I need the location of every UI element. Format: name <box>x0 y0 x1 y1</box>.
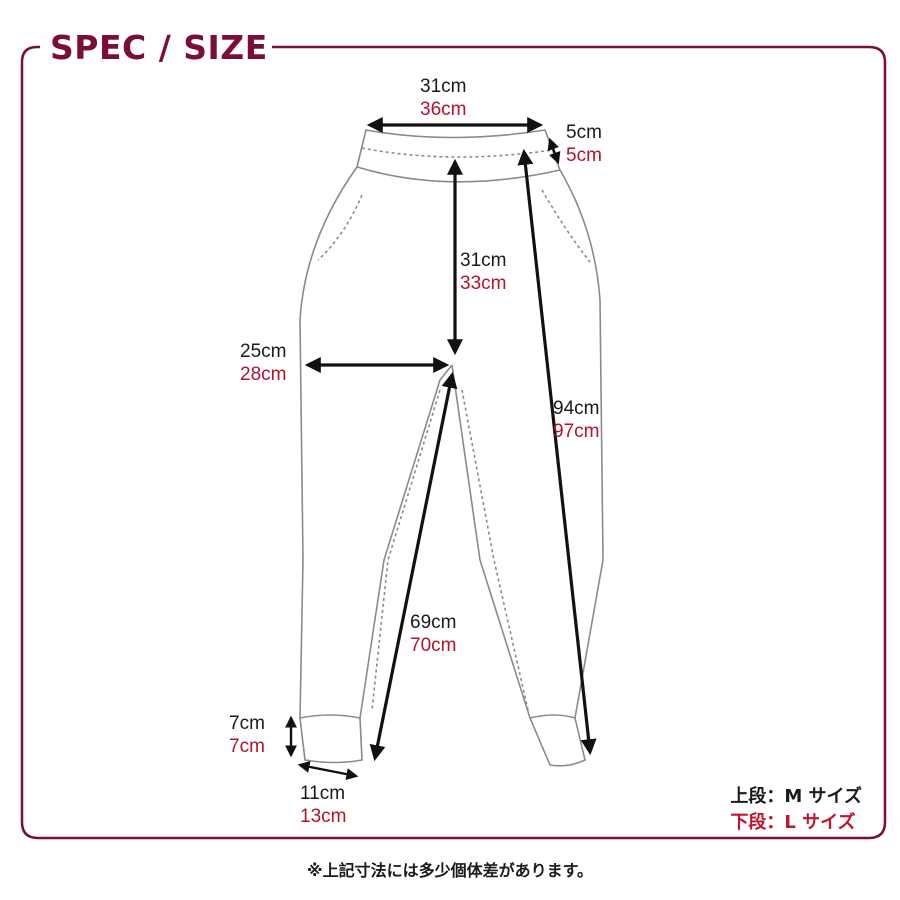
footnote: ※上記寸法には多少個体差があります。 <box>307 861 593 880</box>
rise-label: 31cm 33cm <box>460 250 507 294</box>
measurement-arrows <box>285 117 597 781</box>
waistband-shape <box>356 129 562 183</box>
outseam-label: 94cm 97cm <box>553 398 600 442</box>
thigh-label: 25cm 28cm <box>240 341 287 385</box>
waistband-arrow <box>547 137 561 165</box>
left-leg <box>299 166 453 764</box>
spec-size-title: SPEC / SIZE <box>46 28 272 67</box>
legend-m-size: 上段：M サイズ <box>730 786 862 807</box>
size-legend: 上段：M サイズ 下段：L サイズ <box>730 784 862 836</box>
cuff-height-label: 7cm 7cm <box>229 713 265 757</box>
cuff-width-label: 11cm 13cm <box>300 783 347 827</box>
waistband-label: 5cm 5cm <box>566 122 602 166</box>
inseam-label: 69cm 70cm <box>410 612 457 656</box>
inseam-arrow <box>369 371 458 762</box>
legend-l-size: 下段：L サイズ <box>730 812 856 833</box>
frame-border <box>20 45 887 840</box>
cuff-width-arrow <box>297 760 359 781</box>
waist-width-label: 31cm 36cm <box>420 76 467 120</box>
outseam-arrow <box>517 148 597 756</box>
